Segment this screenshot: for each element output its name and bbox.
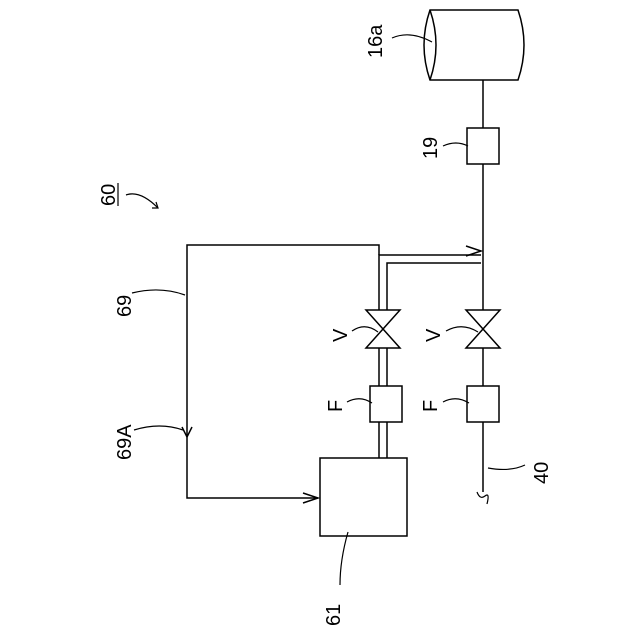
filter-left-leader: [347, 399, 372, 403]
filter-left-box: [370, 386, 402, 422]
unit-19-leader: [443, 143, 468, 146]
valve-left: [366, 310, 400, 348]
filter-right-label: F: [420, 400, 442, 412]
unit-19-box: [467, 128, 499, 164]
valve-right-leader: [446, 327, 478, 332]
unit-19-label: 19: [420, 137, 442, 159]
figure-ref-arrow: [126, 194, 158, 208]
valve-left-leader: [352, 327, 378, 332]
tank-16a: [424, 10, 524, 80]
line-69-double: [379, 255, 481, 458]
line-69A-leader: [134, 426, 183, 430]
figure-ref-numeral: 60: [98, 184, 120, 206]
line-69-label: 69: [114, 295, 136, 317]
tank-label: 16a: [365, 24, 387, 58]
valve-right-label: V: [423, 328, 445, 342]
valve-left-label: V: [330, 328, 352, 342]
line-69-leader: [132, 290, 185, 295]
unit-61-leader: [340, 532, 348, 585]
filter-left-label: F: [325, 400, 347, 412]
line-40-leader: [488, 465, 525, 469]
tank-leader: [392, 35, 432, 42]
filter-right-box: [467, 386, 499, 422]
line-69-loop: [187, 245, 379, 498]
line-69A-label: 69A: [114, 424, 136, 460]
line-40-label: 40: [531, 462, 553, 484]
line-40-break: [477, 492, 488, 504]
filter-right-leader: [443, 399, 469, 403]
unit-61-box: [320, 458, 407, 536]
unit-61-label: 61: [323, 604, 345, 626]
